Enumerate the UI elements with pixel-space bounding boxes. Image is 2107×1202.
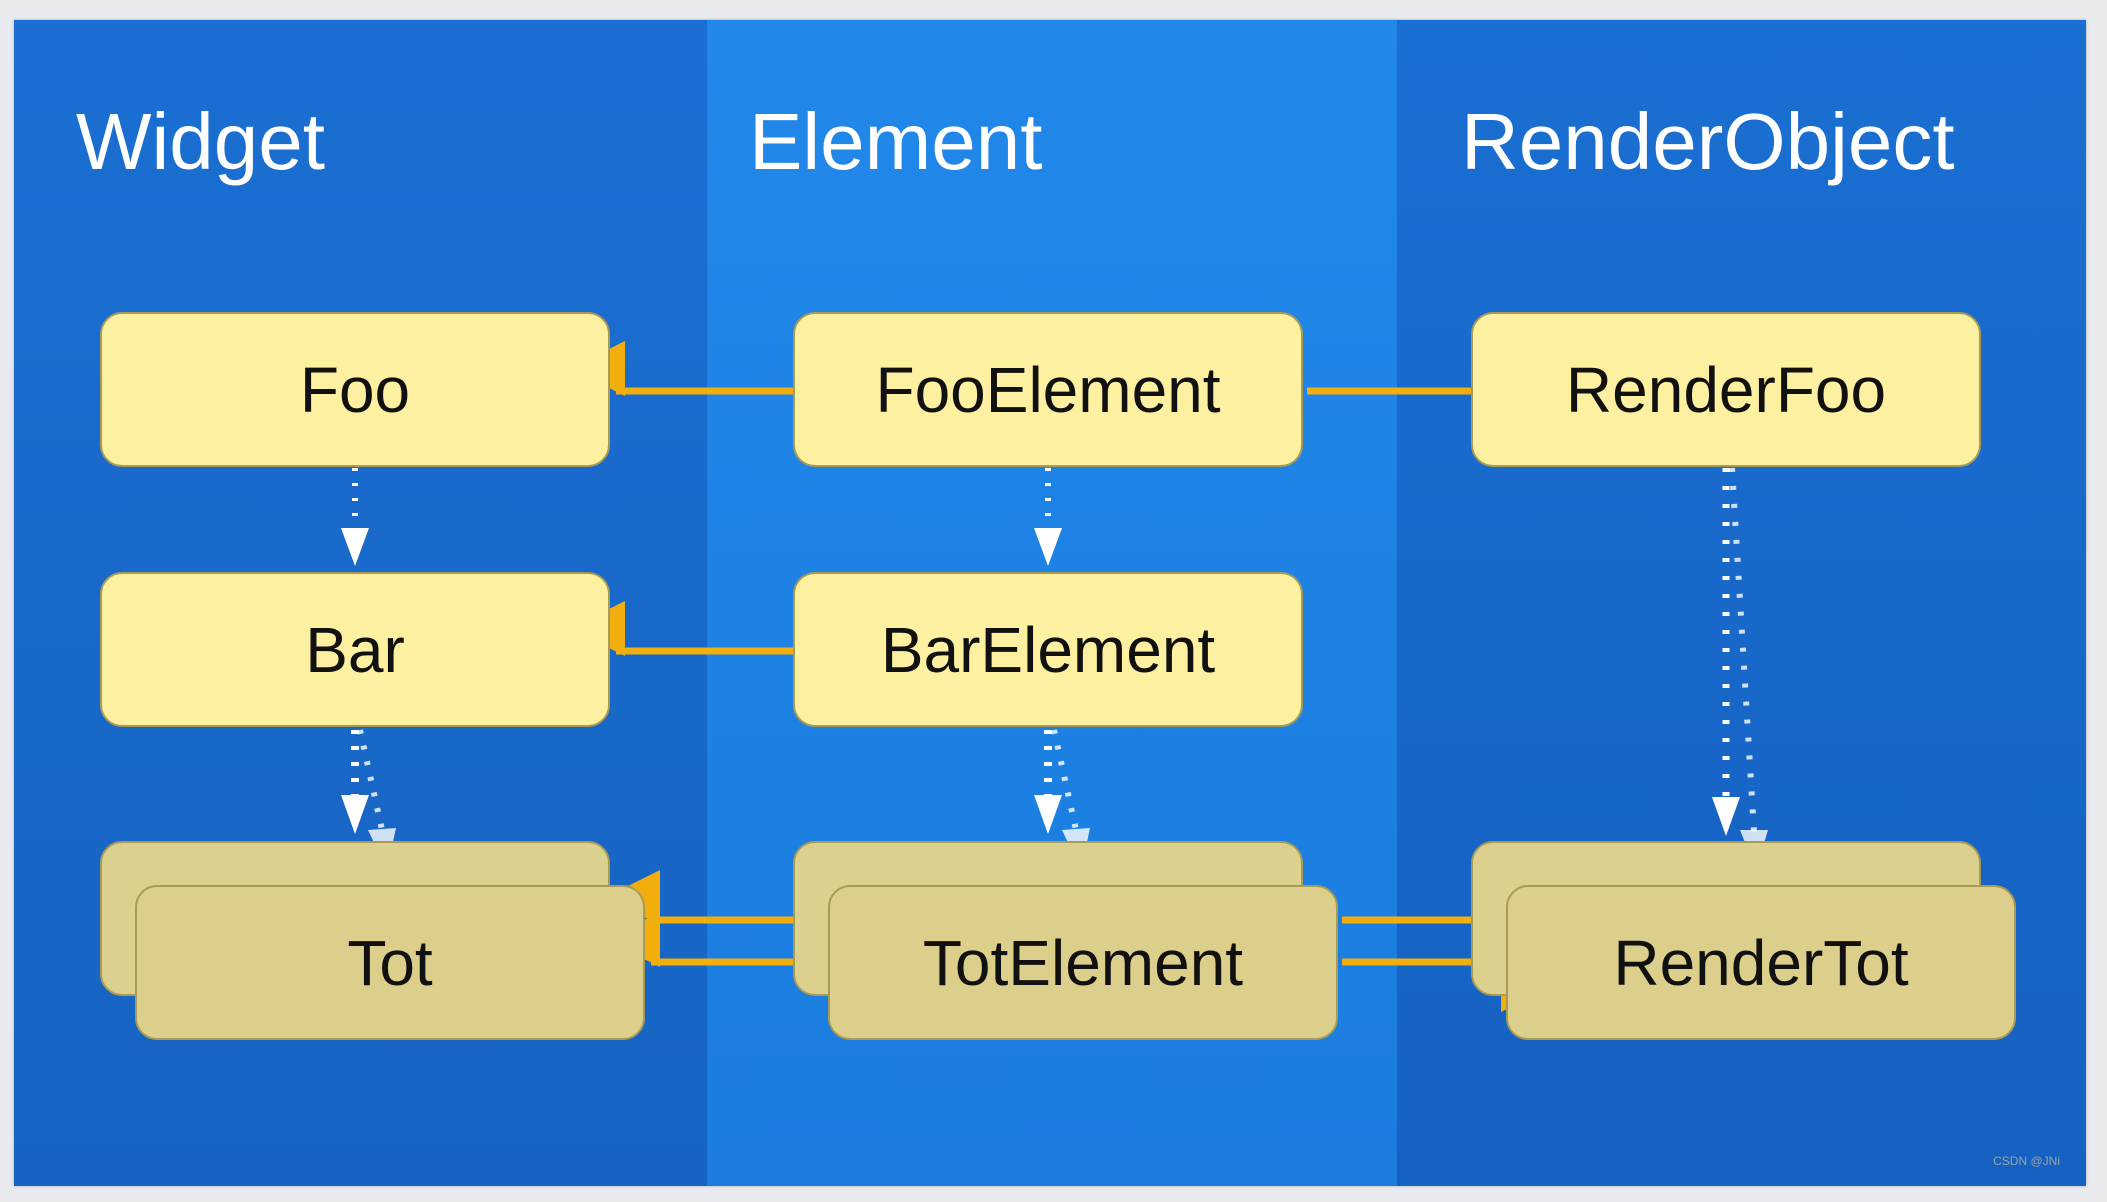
element-box-totelement: TotElement — [828, 885, 1338, 1040]
element-heading: Element — [749, 97, 1043, 186]
dotted-arrow-fooelement-barelement — [1034, 468, 1062, 566]
dotted-arrow-renderfoo-rendertot — [1712, 467, 1768, 870]
widget-heading: Widget — [76, 97, 325, 186]
widget-box-foo: Foo — [100, 312, 610, 467]
element-box-fooelement: FooElement — [793, 312, 1303, 467]
dotted-arrow-foo-bar — [341, 468, 369, 566]
render-box-renderfoo: RenderFoo — [1471, 312, 1981, 467]
watermark: CSDN @JNi — [1993, 1154, 2060, 1168]
element-box-barelement: BarElement — [793, 572, 1303, 727]
slide: Widget Element RenderObject — [14, 20, 2086, 1186]
render-box-rendertot: RenderTot — [1506, 885, 2016, 1040]
widget-box-bar: Bar — [100, 572, 610, 727]
render-object-heading: RenderObject — [1461, 97, 1955, 186]
widget-box-tot: Tot — [135, 885, 645, 1040]
